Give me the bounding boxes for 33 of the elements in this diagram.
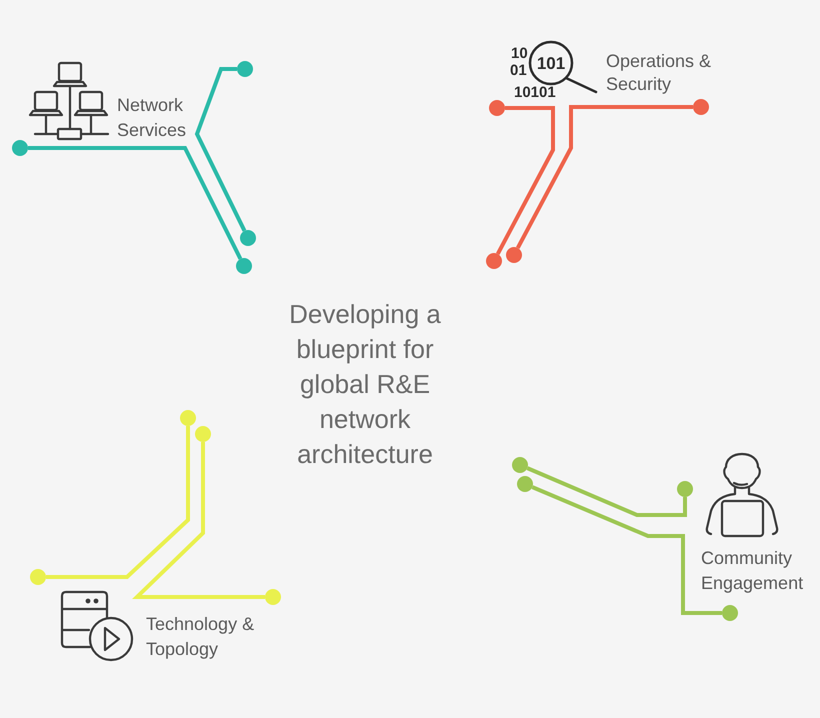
terminal-dot [693, 99, 709, 115]
category-label: Operations & Security [606, 50, 712, 96]
terminal-dot [512, 457, 528, 473]
circuit-trace [194, 67, 246, 232]
terminal-dot [240, 230, 256, 246]
terminal-dot [180, 410, 196, 426]
category-label: Technology & Topology [146, 613, 256, 661]
circuit-trace [28, 146, 242, 260]
terminal-dot [722, 605, 738, 621]
circuit-trace [532, 485, 722, 615]
terminal-dot [237, 61, 253, 77]
terminal-dot [30, 569, 46, 585]
terminal-dot [506, 247, 522, 263]
terminal-dot [677, 481, 693, 497]
binary-digits: 01 [510, 63, 527, 78]
terminal-dot [486, 253, 502, 269]
category-label: Community Engagement [701, 547, 804, 595]
binary-digits: 101 [536, 55, 566, 72]
terminal-dot [265, 589, 281, 605]
terminal-dot [517, 476, 533, 492]
circuit-trace [132, 442, 265, 599]
circuit-trace [496, 106, 555, 255]
circuit-trace [46, 426, 190, 579]
diagram-title: Developing a blueprint for global R&E network architecture [288, 298, 442, 471]
category-label: Network Services [117, 94, 188, 142]
binary-digits: 10101 [514, 85, 556, 100]
binary-digits: 10 [511, 46, 528, 61]
terminal-dot [12, 140, 28, 156]
terminal-dot [195, 426, 211, 442]
terminal-dot [236, 258, 252, 274]
circuit-trace [516, 105, 693, 249]
terminal-dot [489, 100, 505, 116]
circuit-trace [526, 466, 687, 517]
